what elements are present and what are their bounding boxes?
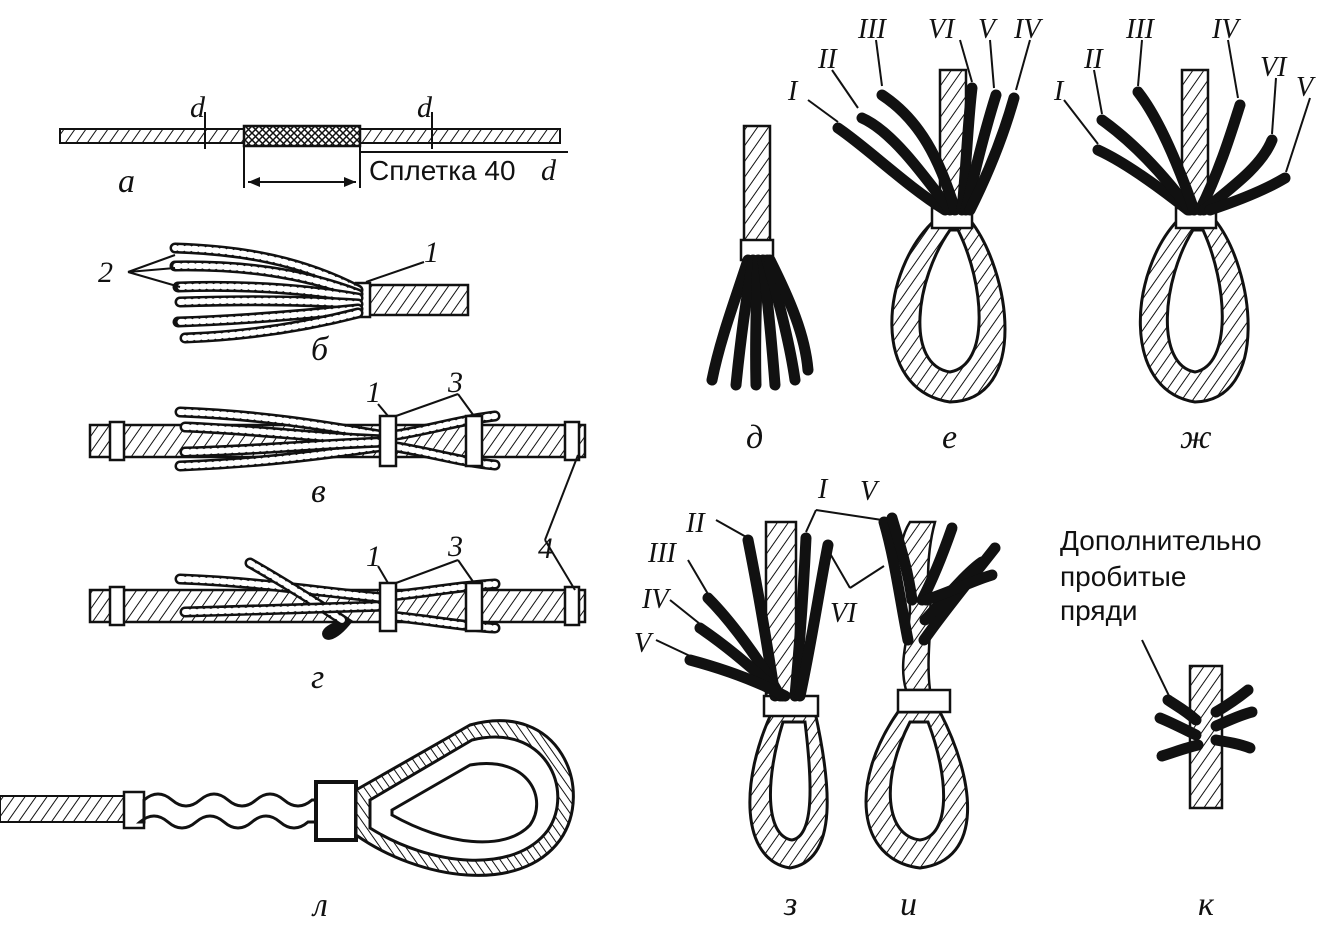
- figure-i: и: [864, 512, 1001, 923]
- strand-label-V-zh: V: [1296, 72, 1316, 103]
- strand-label-V-z: V: [634, 628, 654, 659]
- dim-d-left: d: [190, 91, 206, 124]
- note-line-2: пробитые: [1060, 561, 1187, 592]
- figure-label-e: е: [942, 419, 957, 456]
- figure-label-g: г: [311, 659, 324, 696]
- figure-label-i: и: [900, 886, 917, 923]
- strand-label-II-z: II: [685, 508, 706, 539]
- callout-4: 4: [538, 532, 553, 565]
- dim-d-right: d: [417, 91, 433, 124]
- strand-label-VI-e: VI: [928, 14, 956, 45]
- splice-length-d: d: [541, 154, 557, 187]
- strand-label-V-e: V: [978, 14, 998, 45]
- strand-label-I-zh: I: [1053, 76, 1065, 107]
- callout-1-v: 1: [366, 376, 381, 409]
- strand-label-IV-z: IV: [641, 584, 671, 615]
- strand-label-IV-e: IV: [1013, 14, 1043, 45]
- figure-l: л: [0, 719, 575, 924]
- splice-length-label: Сплетка 40: [369, 155, 516, 186]
- figure-label-v: в: [311, 473, 326, 510]
- figure-label-a: а: [118, 163, 135, 200]
- callout-2: 2: [98, 256, 113, 289]
- strand-label-VI-z: VI: [830, 598, 858, 629]
- figure-label-l: л: [311, 887, 328, 924]
- figure-label-d: д: [746, 419, 763, 456]
- figure-label-k: к: [1198, 886, 1215, 923]
- figure-e: I II III VI V IV е: [787, 14, 1043, 456]
- figure-label-zh: ж: [1180, 419, 1212, 456]
- strand-label-VI-zh: VI: [1260, 52, 1288, 83]
- strand-label-II-zh: II: [1083, 44, 1104, 75]
- figure-a: d d Сплетка 40 d а: [59, 91, 568, 200]
- figure-zh: I II III IV VI V ж: [1053, 14, 1316, 456]
- figure-label-z: з: [783, 886, 797, 923]
- callout-3-g: 3: [447, 530, 463, 563]
- strand-label-III-z: III: [647, 538, 678, 569]
- callout-1-b: 1: [424, 236, 439, 269]
- figure-z: II III IV V I V VI з: [634, 474, 885, 923]
- strand-label-IV-zh: IV: [1211, 14, 1241, 45]
- figure-g: 1 3 4 г: [88, 454, 587, 696]
- callout-1-g: 1: [366, 540, 381, 573]
- figure-label-b: б: [311, 331, 330, 368]
- callout-3-v: 3: [447, 366, 463, 399]
- figure-k: Дополнительно пробитые пряди к: [1060, 525, 1262, 923]
- figure-v: 1 3 в: [88, 366, 587, 510]
- strand-label-III-zh: III: [1125, 14, 1156, 45]
- strand-label-III-e: III: [857, 14, 888, 45]
- note-line-1: Дополнительно: [1060, 525, 1262, 556]
- strand-label-I-e: I: [787, 76, 799, 107]
- strand-label-II-e: II: [817, 44, 838, 75]
- figure-b: 2 1 б: [98, 236, 470, 368]
- strand-label-I-z: I: [817, 474, 829, 505]
- strand-label-V-z-top: V: [860, 476, 880, 507]
- note-line-3: пряди: [1060, 595, 1138, 626]
- figure-d: д: [706, 124, 814, 456]
